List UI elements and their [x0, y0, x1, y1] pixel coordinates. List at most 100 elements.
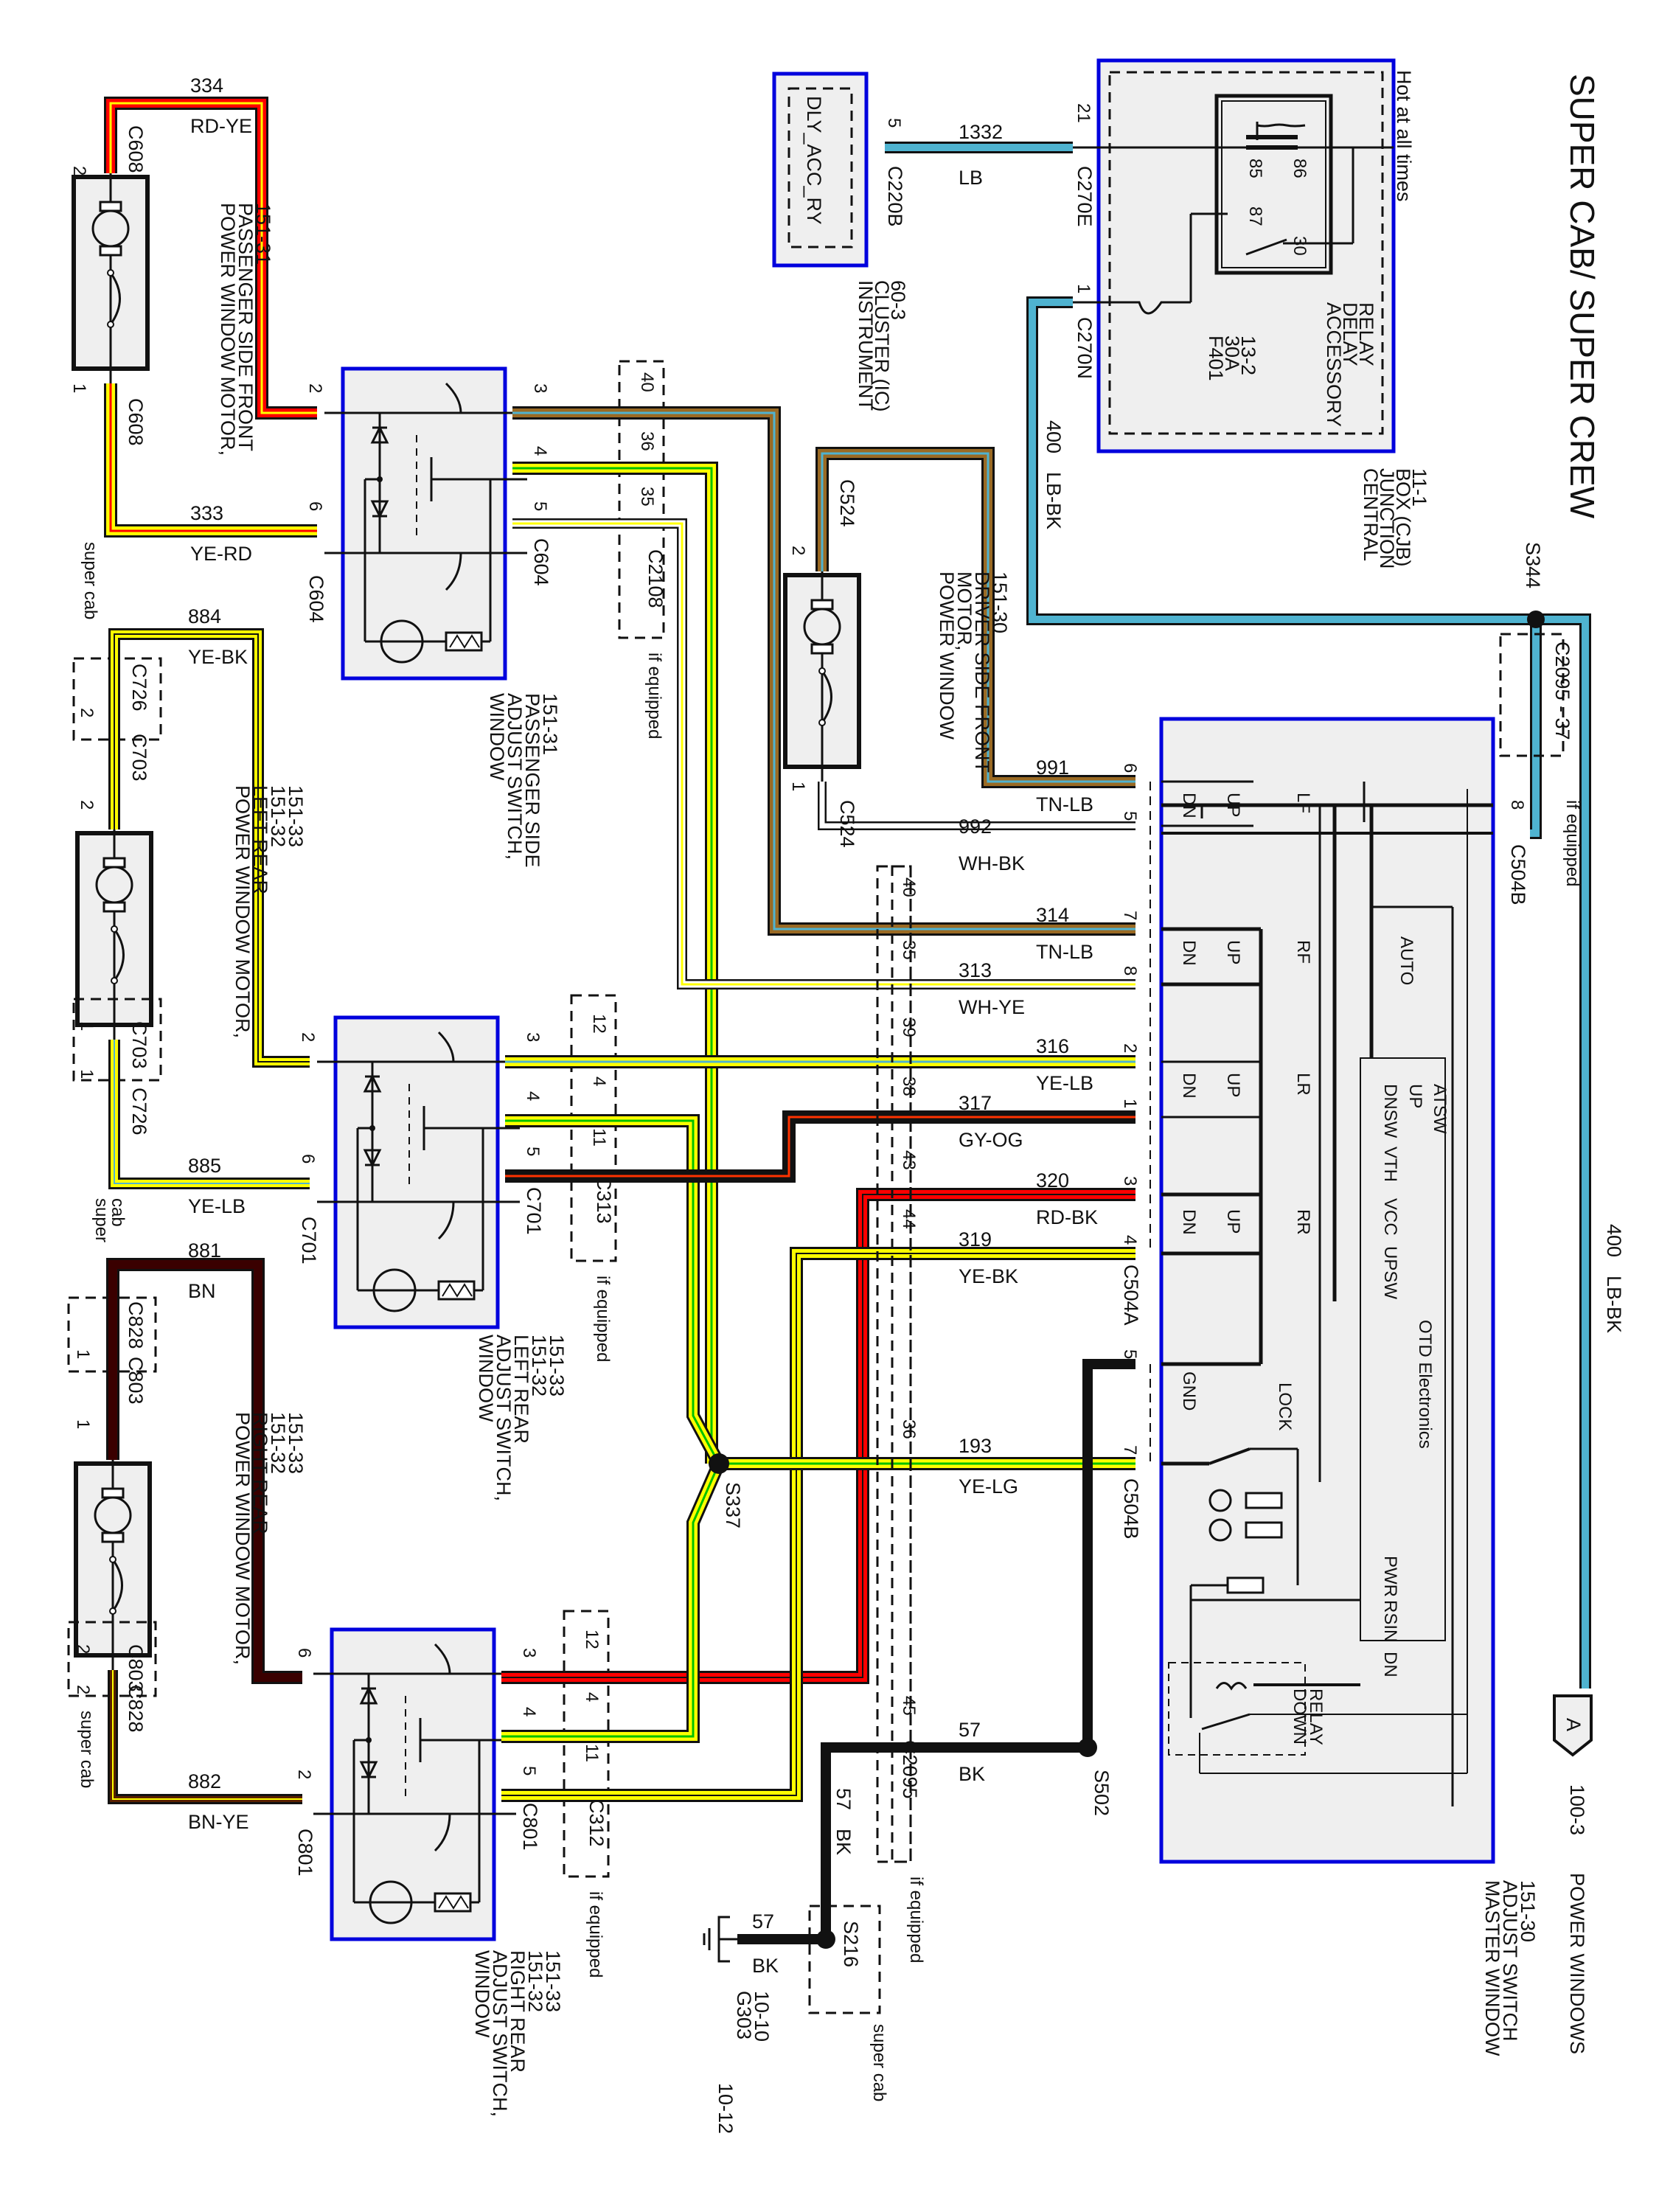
wire-881-color: BN: [188, 1280, 216, 1302]
sw-ps-connector-right: C604: [530, 538, 552, 586]
wire-57-vert-label: 57: [832, 1788, 855, 1810]
wire-885-color: YE-LB: [188, 1195, 246, 1217]
c504a-pin-7: 7: [1120, 911, 1140, 920]
ic-pin-name: DLY_ACC_RY: [803, 96, 825, 225]
c313-pin-12: 12: [589, 1014, 609, 1034]
master-ch-rr: RR: [1293, 1209, 1313, 1235]
svg-text:151-31: 151-31: [539, 693, 561, 755]
wire-884[interactable]: [108, 628, 310, 1068]
sw-rr-pin-6: 6: [294, 1648, 314, 1658]
wire-333[interactable]: [104, 383, 317, 538]
master-auto: AUTO: [1397, 936, 1416, 985]
svg-text:cab: cab: [108, 1198, 128, 1227]
otd-pin-up: UP: [1405, 1084, 1425, 1108]
c312-label: C312: [585, 1799, 608, 1847]
wire-193-ps[interactable]: [512, 462, 718, 1464]
wire-334-label: 334: [190, 74, 223, 97]
pin-c524-bot: 1: [788, 782, 808, 791]
connector-c220b: C220B: [884, 166, 906, 227]
wire-57[interactable]: [737, 1359, 1135, 1944]
wire-317-label: 317: [959, 1092, 992, 1114]
pin-c828-top: 1: [73, 1349, 93, 1359]
ground-symbol-g303: [703, 1916, 737, 1963]
wire-334[interactable]: [104, 97, 317, 420]
switch-right-rear-label: WINDOW ADJUST SWITCH, RIGHT REAR 151-32 …: [471, 1950, 564, 2117]
svg-text:CENTRAL: CENTRAL: [1360, 468, 1382, 561]
svg-text:RELAY: RELAY: [1306, 1688, 1326, 1745]
c2095-37-box: [1499, 633, 1565, 757]
wire-881[interactable]: [106, 1258, 302, 1684]
svg-text:ADJUST SWITCH: ADJUST SWITCH: [1499, 1880, 1521, 2042]
svg-text:DELAY: DELAY: [1339, 302, 1361, 366]
ground-ref-2: 10-12: [714, 2083, 737, 2134]
c2095-pin-40: 40: [899, 877, 919, 897]
wire-317[interactable]: [505, 1110, 1135, 1183]
cjb-label: CENTRAL JUNCTION BOX (CJB) 11-1: [1360, 468, 1430, 569]
c2095-pin-43: 43: [899, 1150, 919, 1170]
c504a-label: C504A: [1120, 1265, 1142, 1326]
wire-57-label: 57: [959, 1719, 981, 1741]
c312-box: [563, 1610, 610, 1878]
master-ch-lf: LF: [1293, 793, 1313, 813]
c504a-pin-1: 1: [1120, 1099, 1140, 1108]
sw-rr-pin-3: 3: [519, 1648, 539, 1658]
master-up-lf: UP: [1223, 793, 1243, 817]
pin-c270e: 21: [1074, 103, 1093, 123]
svg-text:151-33: 151-33: [546, 1335, 568, 1397]
c2095-pin-35: 35: [899, 940, 919, 960]
connector-c726-top: C726: [128, 664, 150, 712]
wire-400-color: LB-BK: [1043, 472, 1065, 529]
c2095-37-label: C2095 - 37: [1551, 641, 1573, 740]
connector-c828-bot: C828: [125, 1685, 147, 1733]
otd-pin-dn: DN: [1380, 1652, 1400, 1677]
splice-s216-label: S216: [840, 1921, 862, 1967]
wire-400-label: 400: [1043, 420, 1065, 453]
splice-s337-label: S337: [722, 1482, 744, 1528]
wire-885[interactable]: [108, 1040, 310, 1189]
wire-57-gnd-color: BK: [752, 1955, 779, 1977]
pin-c726-bot: 1: [77, 1069, 97, 1079]
connector-c828-top: C828: [125, 1301, 147, 1349]
wire-992[interactable]: [818, 782, 1135, 830]
wire-884-color: YE-BK: [188, 646, 248, 668]
c2095-pin-38: 38: [899, 1077, 919, 1096]
svg-text:151-32: 151-32: [524, 1950, 546, 2012]
if-equipped-c2108: if equipped: [644, 653, 664, 739]
relay-pin-85: 85: [1245, 159, 1265, 178]
wire-319[interactable]: [501, 1247, 1135, 1802]
hot-at-all-times: Hot at all times: [1393, 70, 1415, 202]
c504b-pin-5: 5: [1120, 1349, 1140, 1359]
pin-c803-top: 1: [73, 1419, 93, 1429]
sw-ps-connector-left: C604: [305, 575, 327, 623]
wire-319-color: YE-BK: [959, 1265, 1018, 1287]
svg-text:151-30: 151-30: [1517, 1880, 1539, 1942]
switch-left-rear: [317, 1018, 520, 1327]
c504a-pin-2: 2: [1120, 1043, 1140, 1053]
c504a-pin-8: 8: [1120, 966, 1140, 975]
offpage-connector-a[interactable]: A: [1553, 1694, 1593, 1757]
wire-400-label-2: 400: [1603, 1224, 1625, 1257]
connector-c524-bot: C524: [836, 800, 858, 848]
wire-991[interactable]: [815, 447, 1135, 788]
sw-lr-connector-left: C701: [298, 1217, 320, 1265]
svg-text:RELAY: RELAY: [1355, 302, 1377, 366]
wire-314-color: TN-LB: [1036, 941, 1093, 963]
svg-text:MOTOR,: MOTOR,: [953, 571, 975, 651]
relay-pin-87: 87: [1245, 206, 1265, 226]
svg-text:WINDOW: WINDOW: [471, 1950, 493, 2038]
motor-right-rear: [76, 1449, 150, 1670]
wire-320[interactable]: [501, 1188, 1135, 1684]
wire-193-lr[interactable]: [505, 1114, 725, 1467]
wire-400[interactable]: [1026, 296, 1591, 1688]
wire-314[interactable]: [512, 406, 1135, 936]
svg-text:PASSENGER SIDE: PASSENGER SIDE: [521, 693, 543, 868]
connector-c803-top: C803: [125, 1357, 147, 1405]
wire-885-label: 885: [188, 1155, 221, 1177]
wire-57-vert-color: BK: [832, 1829, 855, 1855]
wire-992-color: WH-BK: [959, 852, 1025, 874]
wire-882[interactable]: [108, 1670, 302, 1804]
wire-193-rr[interactable]: [501, 1461, 726, 1743]
svg-text:151-32: 151-32: [267, 785, 289, 847]
wire-313[interactable]: [512, 518, 1135, 990]
pin-c608-top: 2: [69, 166, 89, 175]
